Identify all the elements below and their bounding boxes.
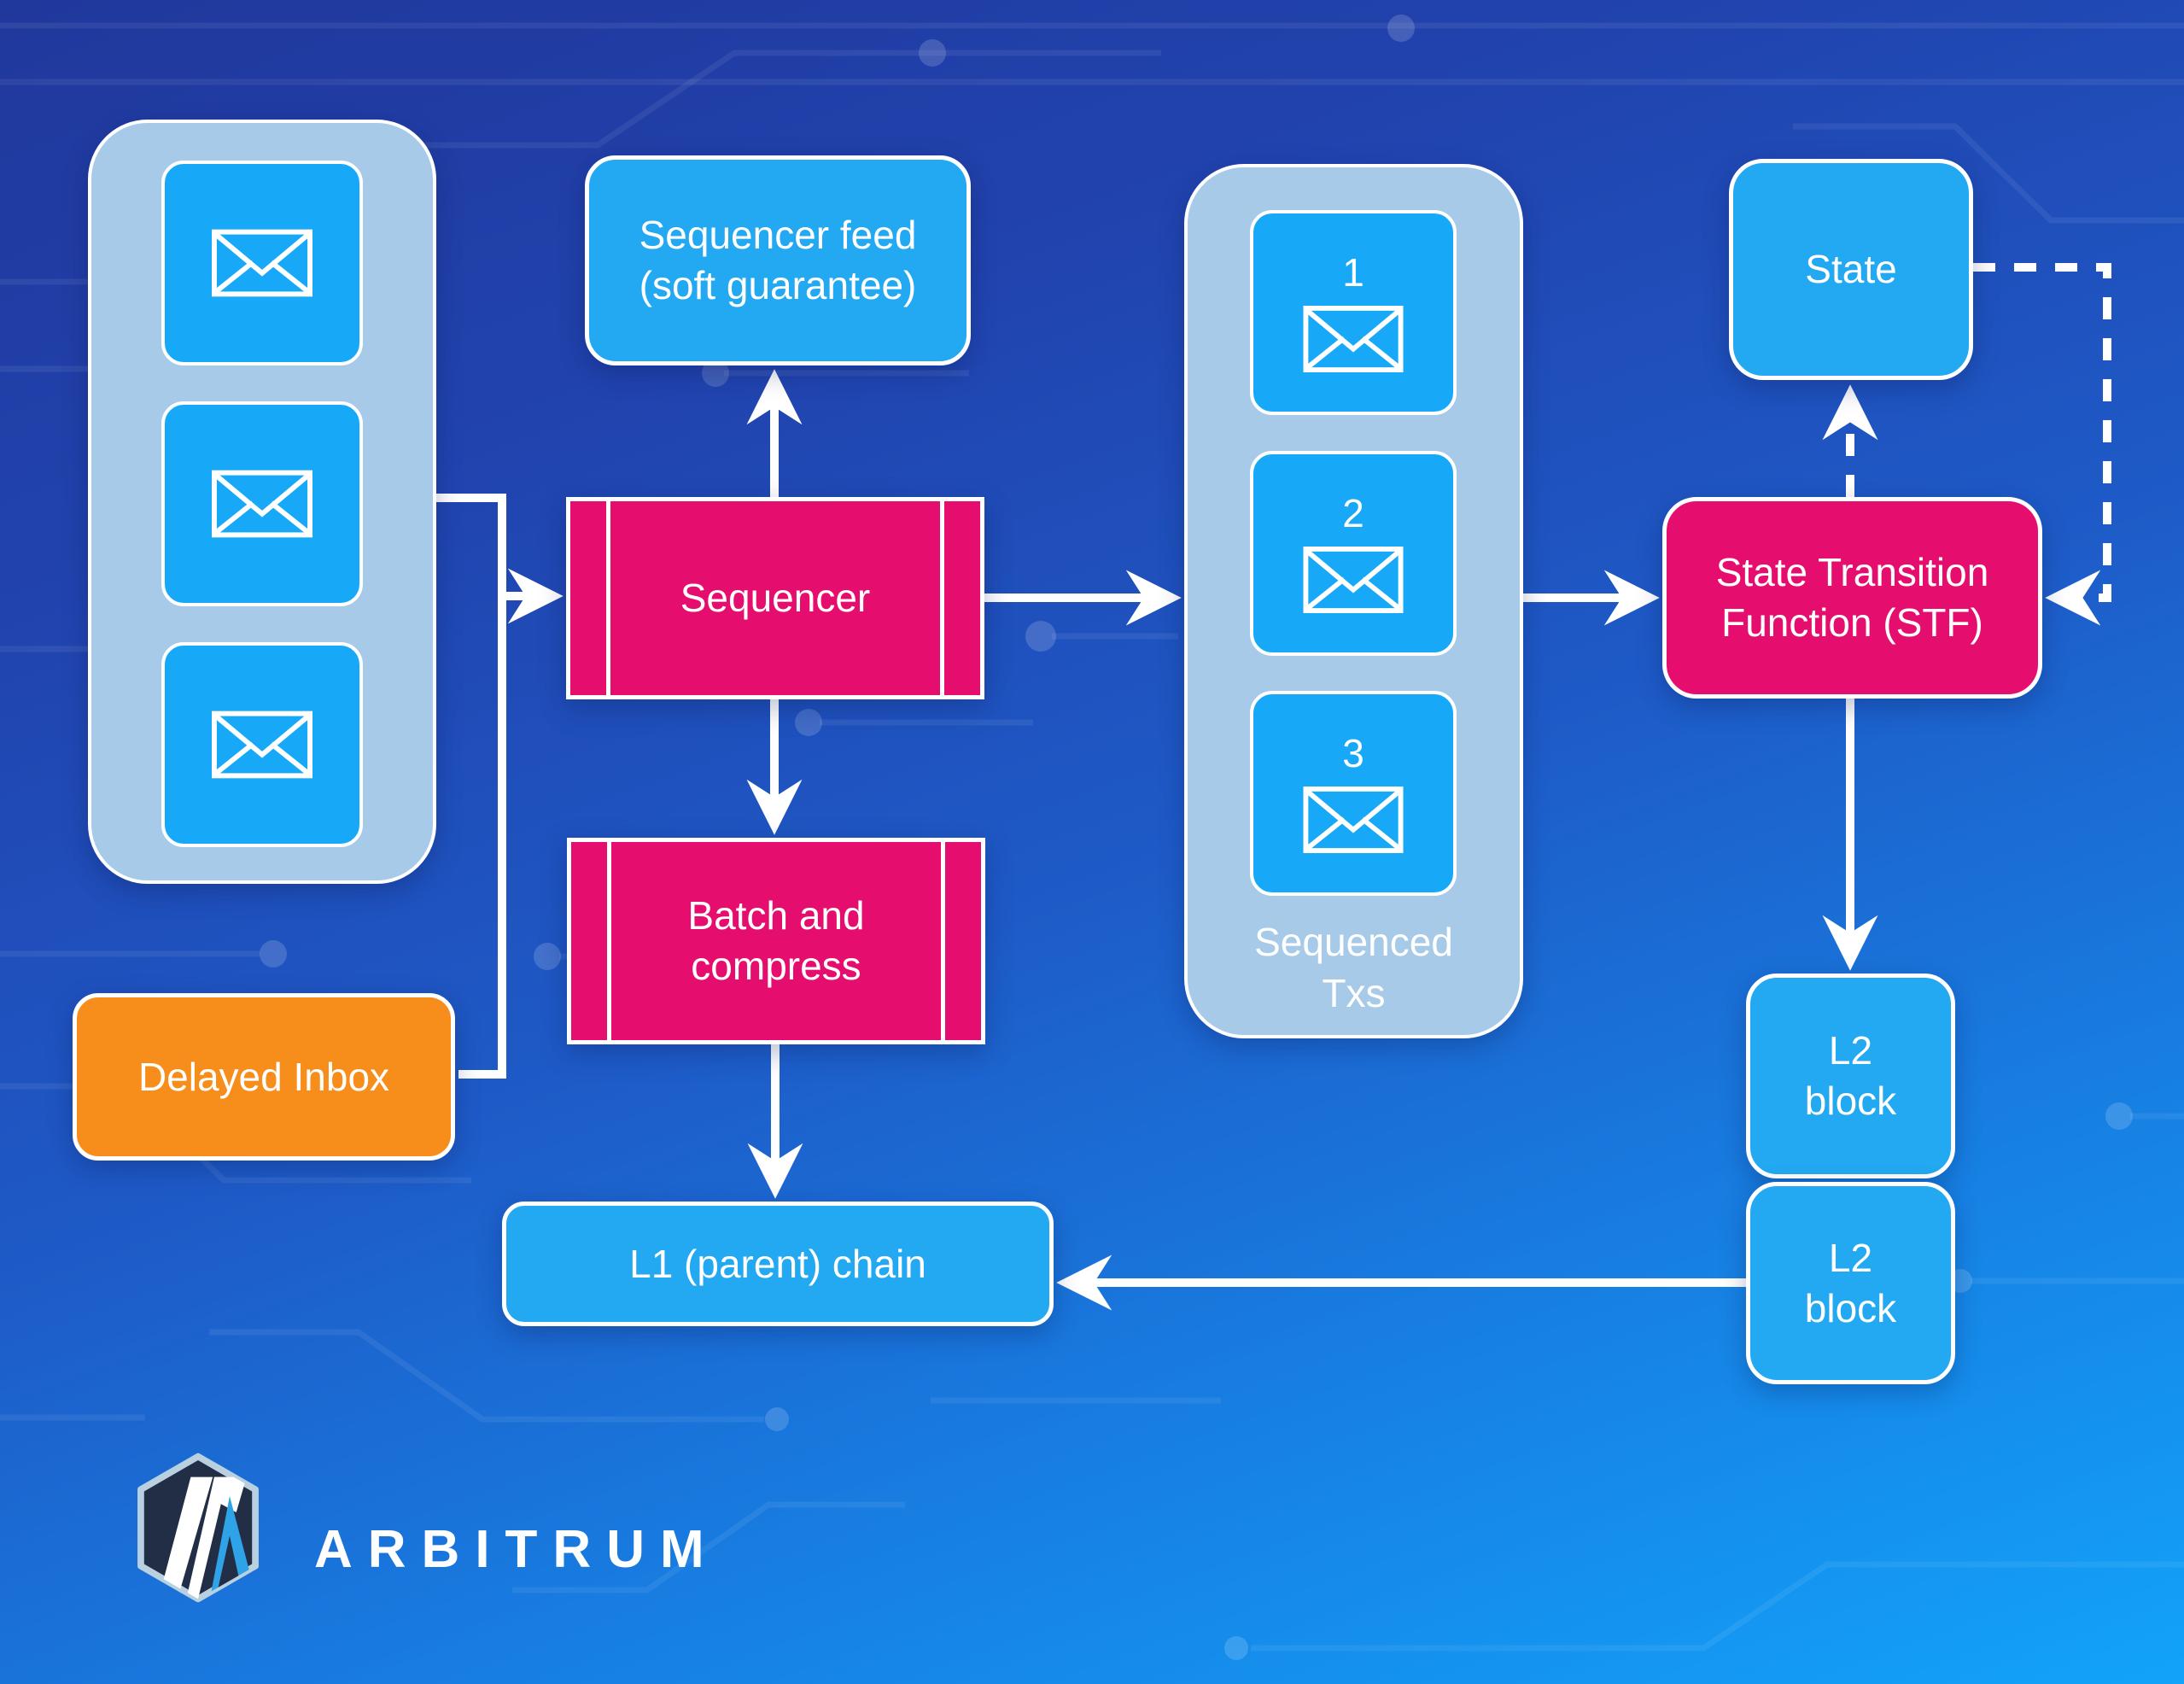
sequenced-txs-caption-line2: Txs [1322, 970, 1386, 1015]
line-inbox-group-trunk [436, 494, 506, 1079]
sequencer-feed-label-line2: (soft guarantee) [639, 263, 917, 307]
tx-number: 3 [1342, 731, 1364, 775]
sequencer-feed-box: Sequencer feed (soft guarantee) [585, 155, 971, 365]
sequenced-tx-tile-3: 3 [1250, 691, 1457, 896]
sequencer-box: Sequencer [566, 497, 984, 699]
delayed-inbox-label: Delayed Inbox [137, 1054, 390, 1099]
stf-label-line1: State Transition [1715, 550, 1989, 595]
sequenced-tx-tile-2: 2 [1250, 451, 1457, 656]
sequenced-txs-caption: Sequenced Txs [1188, 917, 1520, 1020]
delayed-inbox-box: Delayed Inbox [73, 993, 455, 1161]
sequenced-txs-container: 1 2 3 Sequenced Txs [1184, 164, 1523, 1038]
sequencer-label: Sequencer [680, 576, 871, 621]
sequenced-txs-caption-line1: Sequenced [1254, 920, 1453, 964]
l2-block-label-line1: L2 [1828, 1235, 1873, 1280]
state-box: State [1729, 159, 1973, 380]
envelope-icon [1301, 786, 1405, 853]
envelope-icon [1301, 547, 1405, 613]
inbox-envelope-tile [161, 161, 363, 365]
stf-label-line2: Function (STF) [1721, 600, 1983, 645]
envelope-icon [1301, 306, 1405, 372]
l2-block-label-line2: block [1804, 1285, 1897, 1330]
inbox-envelope-tile [161, 642, 363, 847]
sequenced-tx-tile-1: 1 [1250, 210, 1457, 415]
arbitrum-logo-icon [137, 1453, 259, 1603]
l1-chain-label: L1 (parent) chain [629, 1241, 926, 1286]
tx-number: 1 [1342, 250, 1364, 295]
state-label: State [1805, 247, 1897, 292]
l2-block-top: L2 block [1746, 974, 1955, 1178]
l2-block-label-line2: block [1804, 1079, 1897, 1123]
batch-label-line1: Batch and [687, 893, 865, 938]
inbox-envelope-tile [161, 401, 363, 606]
l1-parent-chain-box: L1 (parent) chain [502, 1202, 1054, 1326]
envelope-icon [212, 229, 312, 297]
envelope-icon [212, 710, 312, 779]
state-transition-function-box: State Transition Function (STF) [1662, 497, 2042, 699]
batch-label-line2: compress [691, 944, 861, 988]
sequencer-feed-label-line1: Sequencer feed [639, 213, 917, 258]
arbitrum-wordmark: ARBITRUM [314, 1520, 720, 1579]
tx-number: 2 [1342, 491, 1364, 535]
batch-and-compress-box: Batch and compress [567, 838, 985, 1044]
envelope-icon [212, 470, 312, 538]
l2-block-bottom: L2 block [1746, 1182, 1955, 1384]
inbox-group-container [88, 120, 436, 884]
l2-block-label-line1: L2 [1828, 1028, 1873, 1073]
